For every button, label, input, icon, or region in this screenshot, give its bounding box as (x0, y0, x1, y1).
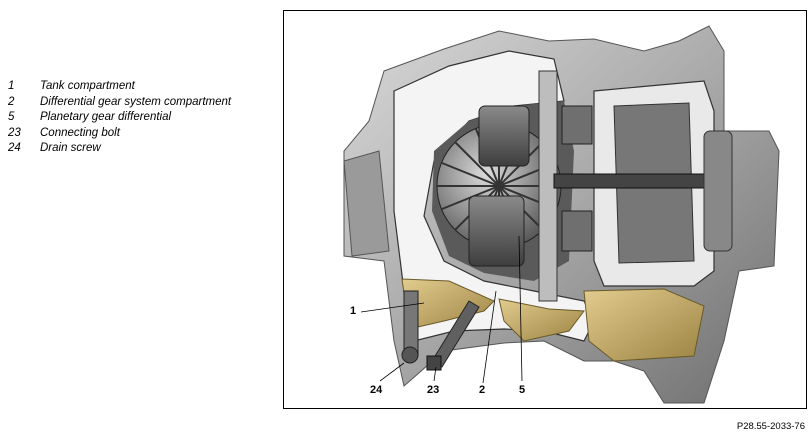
callout-2: 2 (479, 384, 486, 396)
output-shaft (553, 173, 715, 189)
legend-number: 5 (8, 111, 15, 123)
planet-gear-upper (478, 105, 530, 167)
cutaway-illustration: 1 24 23 2 5 (283, 10, 807, 409)
callout-1: 1 (350, 305, 357, 317)
shaft-flange (703, 130, 733, 252)
legend-number: 24 (8, 142, 21, 154)
legend-number: 2 (8, 95, 15, 108)
legend-item: 1 Tank compartment (8, 79, 231, 95)
legend-item: 23 Connecting bolt (8, 126, 231, 142)
bearing-lower (561, 210, 593, 252)
drain-screw (403, 290, 419, 357)
legend-number: 23 (8, 126, 21, 139)
legend-item: 5 Planetary gear differential (8, 110, 231, 126)
legend-label: Differential gear system compartment (40, 95, 232, 108)
left-flange (343, 150, 390, 257)
gearbox-cutaway-drawing (343, 25, 780, 404)
callout-23: 23 (427, 384, 440, 396)
planet-gear-lower (468, 195, 525, 267)
legend-label: Connecting bolt (40, 126, 120, 139)
legend-item: 2 Differential gear system compartment (8, 95, 231, 111)
bearing-upper (561, 105, 593, 145)
oil-right-compartment (583, 288, 705, 362)
legend-label: Planetary gear differential (40, 111, 172, 123)
callout-24: 24 (370, 384, 383, 396)
callout-leaders (360, 235, 523, 384)
legend-label: Drain screw (40, 142, 101, 154)
legend-label: Tank compartment (40, 80, 135, 92)
legend-number: 1 (8, 80, 15, 92)
legend-list: 1 Tank compartment 2 Differential gear s… (8, 79, 231, 157)
figure-code: P28.55-2033-76 (736, 421, 805, 432)
callout-5: 5 (519, 384, 526, 396)
legend-item: 24 Drain screw (8, 141, 231, 157)
cut-surface (393, 50, 595, 342)
